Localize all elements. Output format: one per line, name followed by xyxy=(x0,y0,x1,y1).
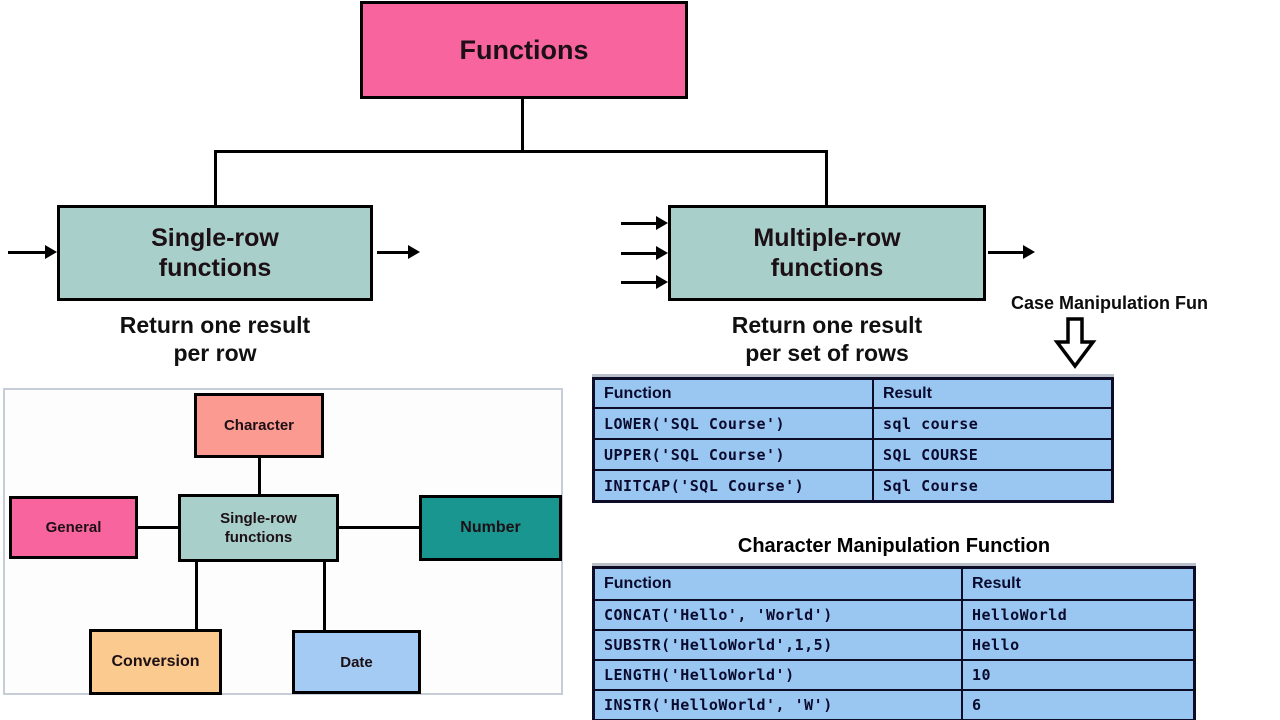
connector-character-stem xyxy=(258,458,261,496)
connector-date-stem xyxy=(323,561,326,631)
function-cell: LENGTH('HelloWorld') xyxy=(595,661,963,689)
result-cell: 10 xyxy=(972,666,992,684)
conversion-category-box: Conversion xyxy=(89,629,222,695)
function-cell: LOWER('SQL Course') xyxy=(595,409,874,438)
table-header-row: Function Result xyxy=(595,569,1193,599)
conversion-category-label: Conversion xyxy=(111,653,200,670)
single-row-caption-line2: per row xyxy=(173,340,257,366)
connector-left-drop xyxy=(214,150,217,207)
number-category-label: Number xyxy=(460,519,521,536)
result-cell: Hello xyxy=(972,636,1020,654)
connector-right-drop xyxy=(825,150,828,207)
function-cell: INITCAP('SQL Course') xyxy=(595,471,874,500)
function-cell: SUBSTR('HelloWorld',1,5) xyxy=(595,631,963,659)
column-header-function: Function xyxy=(595,569,963,599)
result-cell: sql course xyxy=(883,414,979,433)
single-row-caption-line1: Return one result xyxy=(119,312,311,338)
general-category-label: General xyxy=(45,519,102,536)
connector-horizontal-bar xyxy=(214,150,828,153)
table-row: UPPER('SQL Course') SQL COURSE xyxy=(595,438,1111,469)
table-row: LOWER('SQL Course') sql course xyxy=(595,407,1111,438)
table-row: SUBSTR('HelloWorld',1,5) Hello xyxy=(595,629,1193,659)
connector-number-link xyxy=(339,526,420,529)
column-header-result: Result xyxy=(883,384,932,402)
arrow-right-icon xyxy=(988,245,1035,259)
single-row-categories-panel: Character General Single-row functions N… xyxy=(3,388,563,695)
multiple-row-caption-line1: Return one result xyxy=(731,312,923,338)
table-row: INITCAP('SQL Course') Sql Course xyxy=(595,469,1111,500)
functions-root-box: Functions xyxy=(360,1,688,99)
arrow-right-icon xyxy=(621,275,668,289)
functions-root-label: Functions xyxy=(459,34,589,65)
character-category-label: Character xyxy=(223,417,295,434)
multiple-row-caption-line2: per set of rows xyxy=(745,340,909,366)
character-manipulation-title: Character Manipulation Function xyxy=(737,535,1051,557)
center-label-line1: Single-row xyxy=(220,510,297,527)
case-manipulation-table: Function Result LOWER('SQL Course') sql … xyxy=(592,377,1114,503)
character-category-box: Character xyxy=(194,393,324,458)
result-cell: Sql Course xyxy=(883,476,979,495)
function-cell: INSTR('HelloWorld', 'W') xyxy=(595,691,963,719)
connector-general-link xyxy=(137,526,179,529)
multiple-row-functions-box: Multiple-row functions xyxy=(668,205,986,301)
single-row-label-line2: functions xyxy=(158,254,272,282)
result-cell: SQL COURSE xyxy=(883,445,979,464)
center-label-line2: functions xyxy=(224,529,293,546)
single-row-caption: Return one result per row xyxy=(47,311,383,367)
number-category-box: Number xyxy=(419,495,562,561)
connector-root-stem xyxy=(521,97,524,153)
arrow-right-icon xyxy=(377,245,420,259)
down-block-arrow-icon xyxy=(1053,317,1097,369)
single-row-center-box: Single-row functions xyxy=(178,494,339,562)
single-row-functions-box: Single-row functions xyxy=(57,205,373,301)
table-row: CONCAT('Hello', 'World') HelloWorld xyxy=(595,599,1193,629)
case-manipulation-label: Case Manipulation Fun xyxy=(1011,293,1209,313)
general-category-box: General xyxy=(9,496,138,559)
column-header-result: Result xyxy=(972,575,1021,592)
multiple-row-label-line1: Multiple-row xyxy=(753,224,901,252)
column-header-function: Function xyxy=(595,380,874,407)
function-cell: CONCAT('Hello', 'World') xyxy=(595,601,963,629)
table-row: LENGTH('HelloWorld') 10 xyxy=(595,659,1193,689)
arrow-right-icon xyxy=(621,216,668,230)
function-cell: UPPER('SQL Course') xyxy=(595,440,874,469)
date-category-label: Date xyxy=(340,653,373,671)
arrow-right-icon xyxy=(621,246,668,260)
table-row: INSTR('HelloWorld', 'W') 6 xyxy=(595,689,1193,719)
single-row-label-line1: Single-row xyxy=(151,224,279,252)
character-manipulation-table: Function Result CONCAT('Hello', 'World')… xyxy=(592,566,1196,720)
table-header-row: Function Result xyxy=(595,380,1111,407)
connector-conversion-stem xyxy=(195,561,198,630)
result-cell: HelloWorld xyxy=(972,606,1068,624)
multiple-row-label-line2: functions xyxy=(770,254,884,282)
multiple-row-caption: Return one result per set of rows xyxy=(658,311,996,367)
arrow-right-icon xyxy=(8,245,57,259)
result-cell: 6 xyxy=(972,696,982,714)
date-category-box: Date xyxy=(292,630,421,694)
